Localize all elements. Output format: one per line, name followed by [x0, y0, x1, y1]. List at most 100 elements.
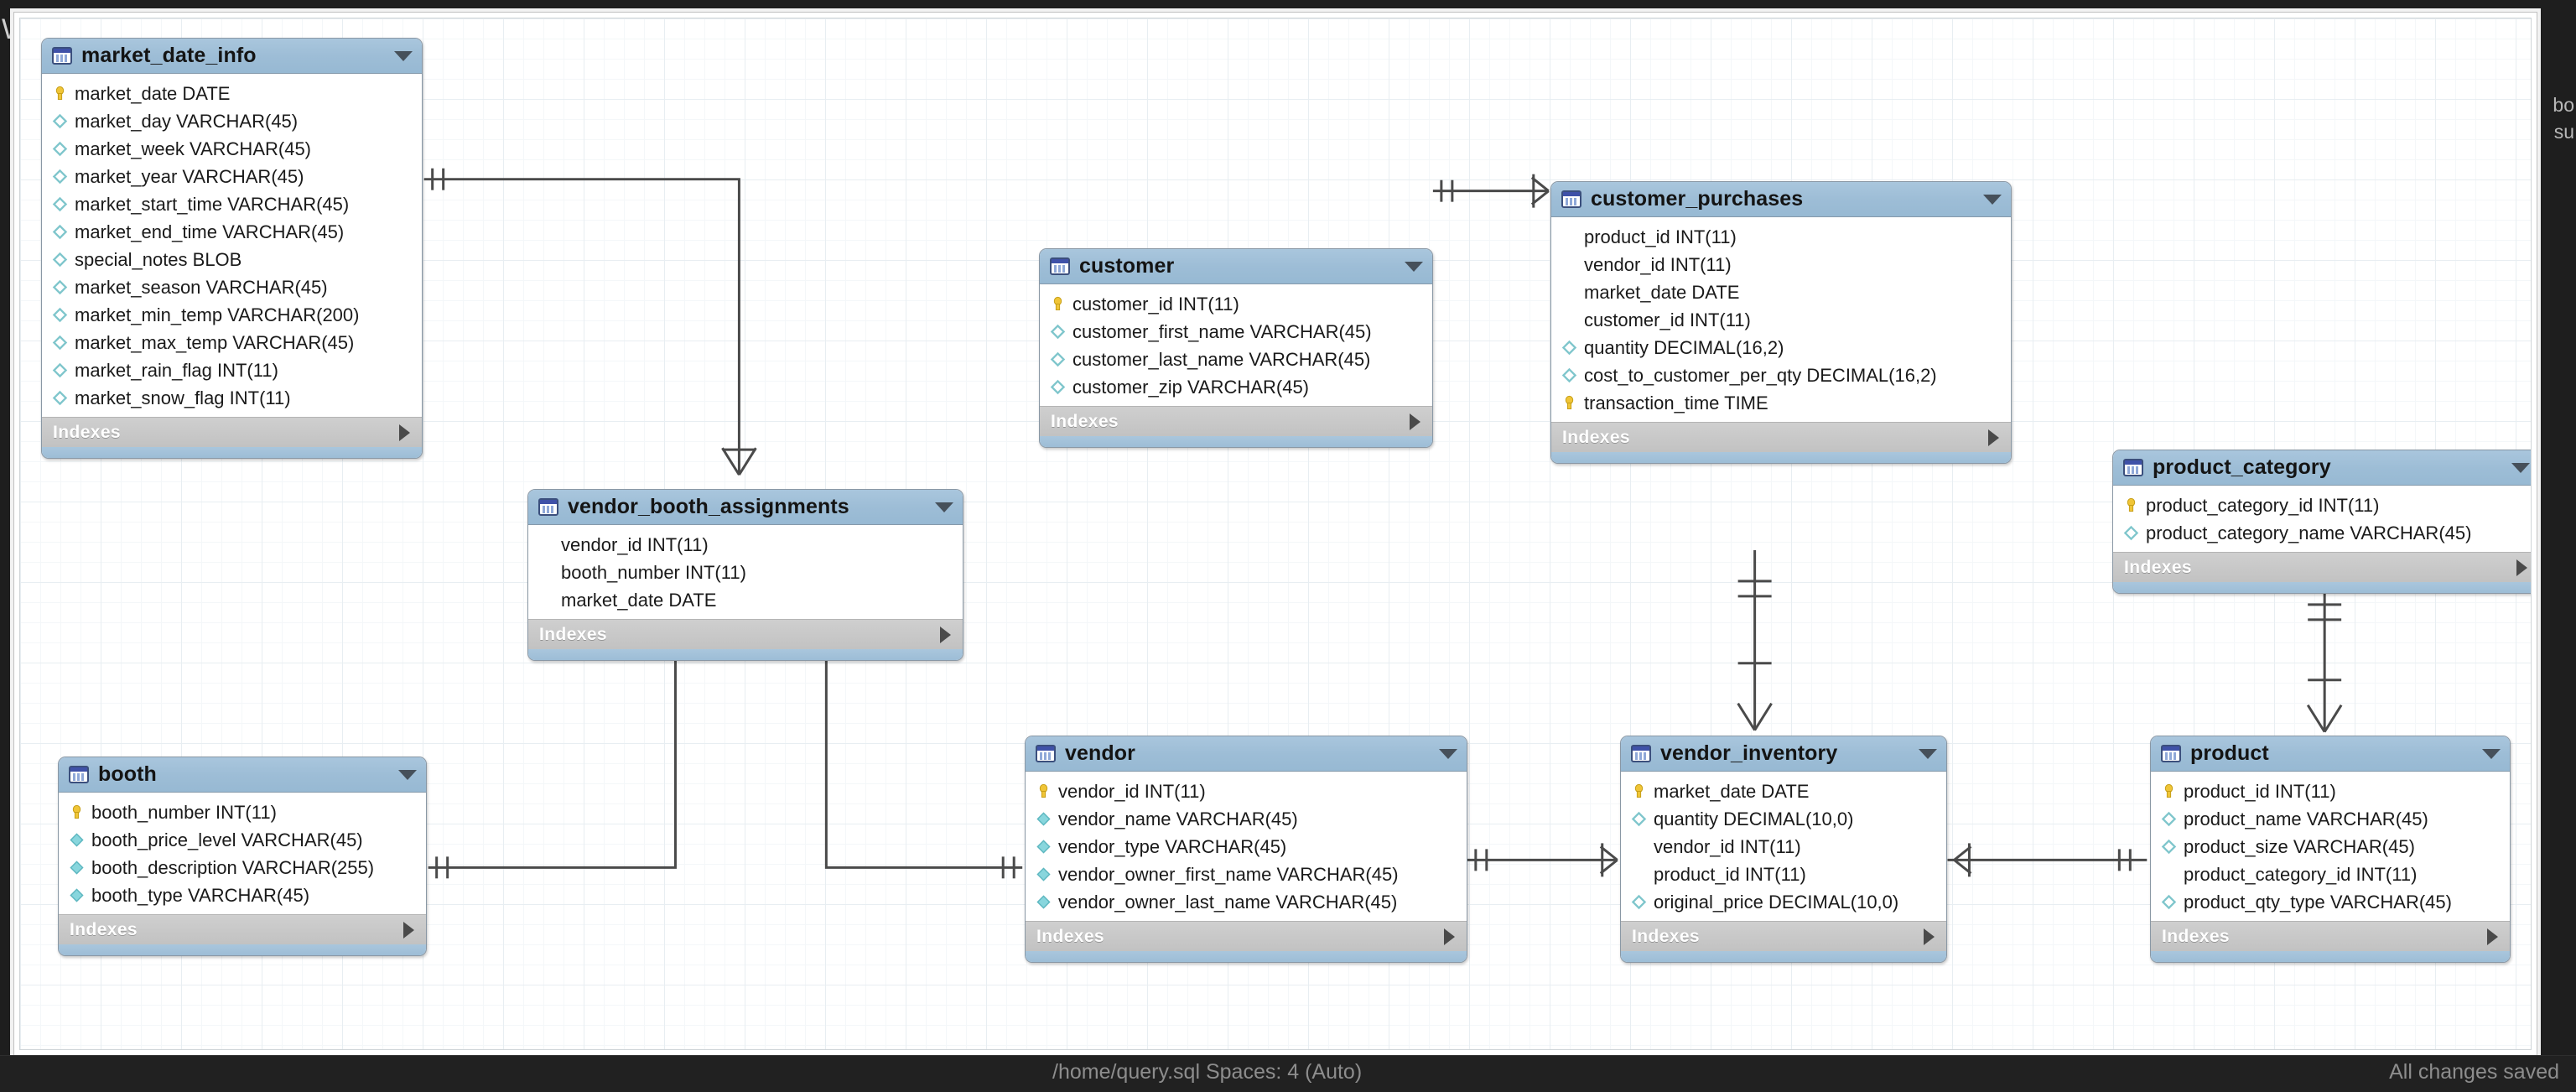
table-header-product[interactable]: product — [2151, 736, 2510, 772]
column-label: market_day VARCHAR(45) — [75, 110, 299, 132]
table-column[interactable]: booth_number INT(11) — [59, 798, 426, 826]
column-label: product_category_id INT(11) — [2184, 863, 2418, 885]
table-header-customer[interactable]: customer — [1040, 249, 1432, 284]
table-column[interactable]: vendor_id INT(11) — [528, 531, 963, 559]
table-indexes-row[interactable]: Indexes — [1621, 921, 1946, 951]
table-header-market_date_info[interactable]: market_date_info — [42, 39, 422, 74]
table-column[interactable]: product_id INT(11) — [1551, 223, 2011, 251]
table-column[interactable]: market_date DATE — [1551, 278, 2011, 306]
table-column[interactable]: booth_description VARCHAR(255) — [59, 854, 426, 881]
table-header-vendor_inventory[interactable]: vendor_inventory — [1621, 736, 1946, 772]
table-column[interactable]: market_week VARCHAR(45) — [42, 135, 422, 163]
table-column[interactable]: product_name VARCHAR(45) — [2151, 805, 2510, 833]
table-column[interactable]: product_category_id INT(11) — [2151, 861, 2510, 888]
table-column[interactable]: market_start_time VARCHAR(45) — [42, 190, 422, 218]
table-column[interactable]: market_date DATE — [1621, 777, 1946, 805]
table-customer[interactable]: customer customer_id INT(11)customer_firs… — [1039, 248, 1433, 448]
table-product[interactable]: product product_id INT(11)product_name VA… — [2150, 736, 2511, 963]
expand-right-icon[interactable] — [403, 921, 414, 939]
table-column[interactable]: quantity DECIMAL(10,0) — [1621, 805, 1946, 833]
table-column[interactable]: product_category_name VARCHAR(45) — [2113, 519, 2531, 547]
chevron-down-icon[interactable] — [394, 50, 413, 61]
expand-right-icon[interactable] — [2487, 928, 2498, 945]
edge-text-right-2: su — [2553, 121, 2574, 143]
table-column[interactable]: customer_first_name VARCHAR(45) — [1040, 318, 1432, 346]
table-column[interactable]: vendor_id INT(11) — [1026, 777, 1467, 805]
table-column[interactable]: product_qty_type VARCHAR(45) — [2151, 888, 2510, 916]
chevron-down-icon[interactable] — [2482, 748, 2501, 759]
chevron-down-icon[interactable] — [1983, 194, 2002, 205]
table-booth[interactable]: booth booth_number INT(11)booth_price_lev… — [58, 757, 427, 956]
table-column[interactable]: customer_zip VARCHAR(45) — [1040, 373, 1432, 401]
table-indexes-row[interactable]: Indexes — [59, 914, 426, 944]
table-header-vendor_booth_assignments[interactable]: vendor_booth_assignments — [528, 490, 963, 525]
table-column[interactable]: vendor_id INT(11) — [1551, 251, 2011, 278]
table-header-customer_purchases[interactable]: customer_purchases — [1551, 182, 2011, 217]
table-column[interactable]: market_day VARCHAR(45) — [42, 107, 422, 135]
table-column[interactable]: customer_last_name VARCHAR(45) — [1040, 346, 1432, 373]
table-column[interactable]: product_size VARCHAR(45) — [2151, 833, 2510, 861]
table-indexes-row[interactable]: Indexes — [2113, 552, 2531, 582]
table-column[interactable]: customer_id INT(11) — [1040, 290, 1432, 318]
table-indexes-row[interactable]: Indexes — [2151, 921, 2510, 951]
table-indexes-row[interactable]: Indexes — [1040, 406, 1432, 436]
column-diamond-filled-icon — [1036, 812, 1051, 826]
expand-right-icon[interactable] — [1924, 928, 1935, 945]
expand-right-icon[interactable] — [399, 424, 410, 441]
table-column[interactable]: market_rain_flag INT(11) — [42, 356, 422, 384]
table-column[interactable]: market_snow_flag INT(11) — [42, 384, 422, 412]
table-indexes-row[interactable]: Indexes — [1551, 422, 2011, 452]
table-title: vendor_inventory — [1660, 741, 1838, 765]
table-column[interactable]: vendor_id INT(11) — [1621, 833, 1946, 861]
table-column[interactable]: customer_id INT(11) — [1551, 306, 2011, 334]
expand-right-icon[interactable] — [1410, 413, 1420, 430]
table-column[interactable]: vendor_type VARCHAR(45) — [1026, 833, 1467, 861]
table-column[interactable]: product_category_id INT(11) — [2113, 491, 2531, 519]
chevron-down-icon[interactable] — [1439, 748, 1457, 759]
table-customer_purchases[interactable]: customer_purchases product_id INT(11)vend… — [1550, 181, 2012, 464]
table-column[interactable]: booth_number INT(11) — [528, 559, 963, 586]
table-column[interactable]: cost_to_customer_per_qty DECIMAL(16,2) — [1551, 361, 2011, 389]
table-column[interactable]: vendor_owner_last_name VARCHAR(45) — [1026, 888, 1467, 916]
table-column[interactable]: booth_price_level VARCHAR(45) — [59, 826, 426, 854]
table-indexes-row[interactable]: Indexes — [1026, 921, 1467, 951]
table-market_date_info[interactable]: market_date_info market_date DATE market_d… — [41, 38, 423, 459]
expand-right-icon[interactable] — [940, 626, 951, 643]
table-header-booth[interactable]: booth — [59, 757, 426, 793]
table-column[interactable]: transaction_time TIME — [1551, 389, 2011, 417]
table-column[interactable]: market_max_temp VARCHAR(45) — [42, 329, 422, 356]
table-column[interactable]: market_date DATE — [528, 586, 963, 614]
table-header-product_category[interactable]: product_category — [2113, 450, 2531, 486]
table-column[interactable]: market_min_temp VARCHAR(200) — [42, 301, 422, 329]
table-vendor_booth_assignments[interactable]: vendor_booth_assignments vendor_id INT(11… — [527, 489, 963, 661]
table-column[interactable]: product_id INT(11) — [2151, 777, 2510, 805]
table-column[interactable]: market_date DATE — [42, 80, 422, 107]
chevron-down-icon[interactable] — [1919, 748, 1937, 759]
table-column[interactable]: quantity DECIMAL(16,2) — [1551, 334, 2011, 361]
table-column[interactable]: product_id INT(11) — [1621, 861, 1946, 888]
primary-key-icon — [1039, 783, 1048, 798]
table-column[interactable]: original_price DECIMAL(10,0) — [1621, 888, 1946, 916]
column-label: quantity DECIMAL(16,2) — [1584, 336, 1784, 358]
table-column[interactable]: market_year VARCHAR(45) — [42, 163, 422, 190]
diagram-canvas[interactable]: market_date_info market_date DATE market_d… — [19, 18, 2532, 1050]
table-header-vendor[interactable]: vendor — [1026, 736, 1467, 772]
expand-right-icon[interactable] — [1988, 429, 1999, 446]
table-indexes-row[interactable]: Indexes — [528, 619, 963, 649]
table-column[interactable]: special_notes BLOB — [42, 246, 422, 273]
table-column[interactable]: vendor_name VARCHAR(45) — [1026, 805, 1467, 833]
table-column[interactable]: market_season VARCHAR(45) — [42, 273, 422, 301]
chevron-down-icon[interactable] — [1405, 261, 1423, 272]
expand-right-icon[interactable] — [1444, 928, 1455, 945]
chevron-down-icon[interactable] — [935, 502, 953, 512]
table-column[interactable]: vendor_owner_first_name VARCHAR(45) — [1026, 861, 1467, 888]
table-column[interactable]: booth_type VARCHAR(45) — [59, 881, 426, 909]
table-vendor[interactable]: vendor vendor_id INT(11)vendor_name VARCH… — [1025, 736, 1467, 963]
table-column[interactable]: market_end_time VARCHAR(45) — [42, 218, 422, 246]
expand-right-icon[interactable] — [2516, 559, 2527, 576]
chevron-down-icon[interactable] — [2511, 462, 2530, 473]
chevron-down-icon[interactable] — [398, 769, 417, 780]
table-product_category[interactable]: product_category product_category_id INT(… — [2112, 450, 2531, 594]
table-indexes-row[interactable]: Indexes — [42, 417, 422, 447]
